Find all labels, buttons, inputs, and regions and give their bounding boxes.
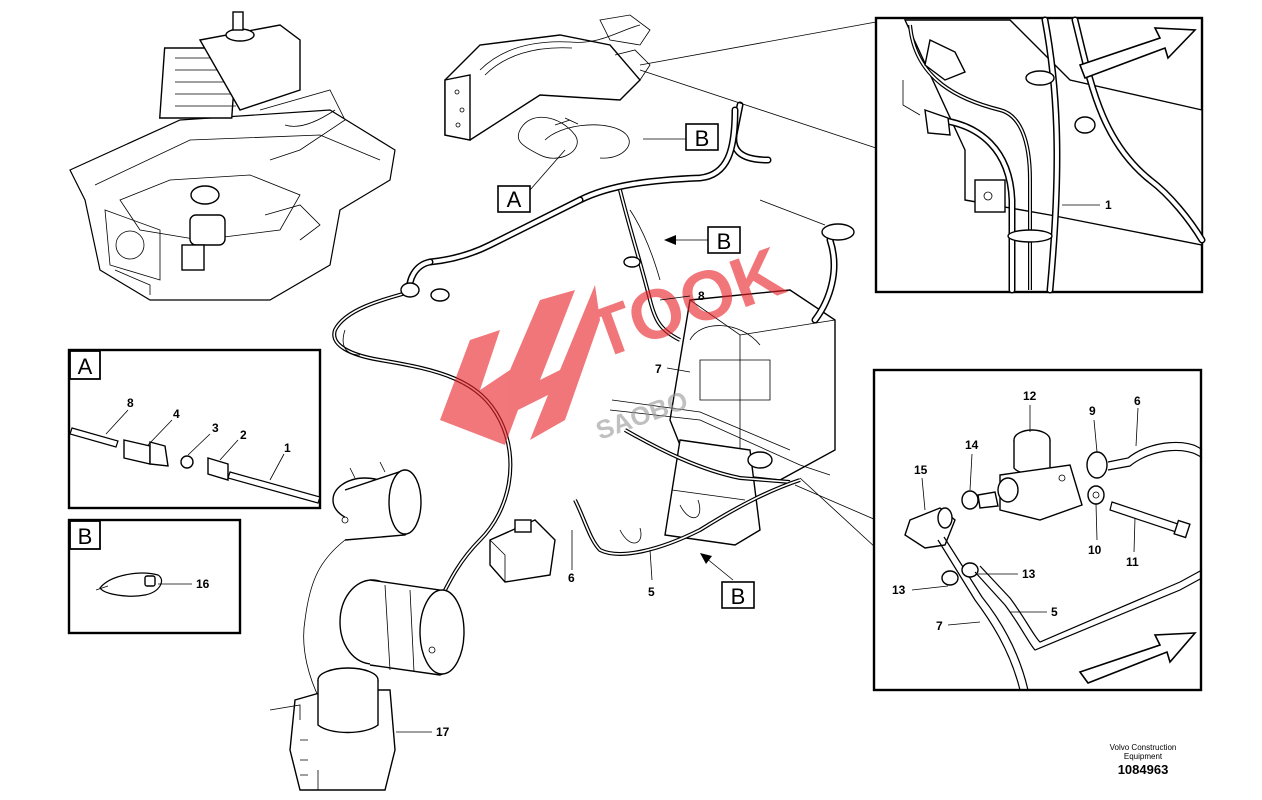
detail-right-label-11: 11 xyxy=(1126,555,1139,569)
detail-top-right: 1 xyxy=(639,16,1206,294)
callout-box-a xyxy=(497,185,531,213)
direction-arrow-bottom xyxy=(1078,632,1197,684)
detail-a: A 8 4 3 2 1 xyxy=(67,348,322,510)
detail-right-label-14: 14 xyxy=(965,438,979,452)
detail-top-label-1: 1 xyxy=(1105,198,1112,212)
drawing-footer: Volvo Construction Equipment 1084963 xyxy=(1100,743,1186,779)
detail-a-label-4: 4 xyxy=(173,407,180,421)
callout-box-b-mid xyxy=(707,226,741,254)
callout-a: A xyxy=(507,187,522,212)
detail-right-label-15: 15 xyxy=(914,463,928,477)
detail-right-label-13b: 13 xyxy=(892,583,906,597)
detail-b-label-16: 16 xyxy=(196,577,210,591)
callout-box-b-top xyxy=(685,123,719,151)
footer-caption-line1: Volvo Construction xyxy=(1109,743,1177,752)
callout-b-top: B xyxy=(695,126,710,151)
detail-b-letter: B xyxy=(78,524,93,549)
callout-7: 7 xyxy=(655,362,662,376)
callout-8: 8 xyxy=(698,289,705,303)
detail-right-label-12: 12 xyxy=(1023,389,1037,403)
detail-a-label-2: 2 xyxy=(240,428,247,442)
detail-right-label-9: 9 xyxy=(1089,404,1096,418)
footer-caption-line2: Equipment xyxy=(1123,752,1163,761)
callout-17: 17 xyxy=(436,725,450,739)
callout-b-mid: B xyxy=(717,229,732,254)
detail-a-label-8: 8 xyxy=(127,396,134,410)
drawing-number: 1084963 xyxy=(1117,762,1169,777)
callout-6: 6 xyxy=(568,571,575,585)
direction-arrow-top xyxy=(1078,27,1197,80)
main-callouts: A B B B 8 7 6 5 17 xyxy=(396,123,755,739)
detail-a-label-1: 1 xyxy=(284,441,291,455)
callout-b-low: B xyxy=(731,584,746,609)
detail-right-label-5: 5 xyxy=(1051,605,1058,619)
detail-right-label-6: 6 xyxy=(1134,394,1141,408)
detail-a-letter: A xyxy=(78,354,93,379)
callout-5: 5 xyxy=(648,585,655,599)
detail-a-label-3: 3 xyxy=(212,421,219,435)
main-assembly xyxy=(269,14,855,791)
callout-box-b-low xyxy=(721,581,755,609)
detail-right-label-7: 7 xyxy=(936,619,943,633)
detail-right-label-13a: 13 xyxy=(1022,567,1036,581)
detail-b: B 16 xyxy=(67,518,242,635)
detail-right: 12 9 6 14 15 10 11 13 13 5 7 xyxy=(794,368,1203,692)
detail-right-label-10: 10 xyxy=(1088,543,1102,557)
machine-overview xyxy=(69,11,396,301)
